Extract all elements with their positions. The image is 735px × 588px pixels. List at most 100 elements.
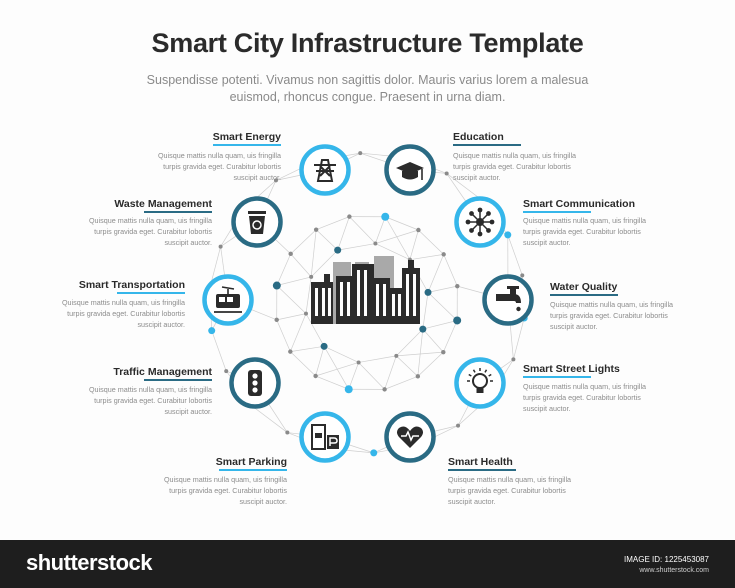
traffic-light-icon: [248, 370, 262, 396]
network-node: [394, 353, 399, 358]
network-node: [455, 283, 460, 289]
label-underline: [453, 144, 521, 146]
network-diagram: [202, 144, 534, 463]
network-line: [375, 229, 419, 244]
label-underline: [117, 292, 185, 294]
network-line: [305, 313, 325, 347]
network-line: [375, 243, 411, 260]
network-line: [315, 346, 325, 377]
recycle-bin-icon: [248, 211, 266, 234]
label-smart-transportation: Smart Transportation: [78, 279, 185, 291]
label-waste-management: Waste Management: [114, 198, 212, 210]
network-line: [443, 254, 458, 287]
desc-line: suscipit auctor.: [137, 320, 185, 329]
desc-smart-transportation: Quisque mattis nulla quam, uis fringilla…: [62, 297, 185, 330]
desc-line: turpis gravida eget. Curabitur lobortis: [453, 162, 571, 171]
label-smart-street-lights: Smart Street Lights: [523, 363, 620, 375]
network-hub-icon: [465, 207, 495, 237]
network-line: [417, 329, 424, 377]
network-line: [310, 249, 338, 278]
network-line: [427, 285, 458, 293]
network-line: [375, 216, 386, 244]
desc-line: suscipit auctor.: [523, 238, 571, 247]
network-line: [385, 216, 419, 231]
page-subtitle: Suspendisse potenti. Vivamus non sagitti…: [146, 73, 589, 104]
network-line: [290, 253, 312, 278]
network-node: [373, 241, 378, 246]
circle-smart-parking: [299, 411, 351, 463]
power-tower-icon: [314, 159, 336, 182]
label-underline: [144, 211, 212, 213]
desc-line: turpis gravida eget. Curabitur lobortis: [523, 227, 641, 236]
network-line: [276, 253, 292, 286]
network-line: [396, 328, 424, 357]
footer-bar: shutterstock IMAGE ID: 1225453087 www.sh…: [0, 540, 735, 588]
infographic: Smart City Infrastructure Template Suspe…: [61, 28, 674, 507]
desc-line: turpis gravida eget. Curabitur lobortis: [67, 309, 185, 318]
network-node: [344, 385, 353, 394]
network-line: [290, 351, 316, 377]
label-underline: [550, 294, 618, 296]
network-line: [422, 328, 444, 353]
network-line: [276, 276, 312, 286]
network-line: [513, 317, 525, 360]
tram-icon: [214, 286, 242, 313]
network-node: [224, 369, 229, 374]
network-node: [441, 252, 446, 257]
network-line: [337, 216, 350, 251]
circle-smart-communication: [454, 196, 506, 248]
network-line: [384, 355, 397, 390]
desc-smart-street-lights: Quisque mattis nulla quam, uis fringilla…: [523, 381, 646, 414]
desc-line: Quisque mattis nulla quam, uis fringilla: [61, 298, 185, 307]
network-node: [511, 357, 516, 362]
desc-line: turpis gravida eget. Curabitur lobortis: [550, 311, 668, 320]
network-node: [520, 273, 525, 278]
heart-pulse-icon: [397, 426, 423, 448]
network-line: [251, 405, 288, 433]
label-underline: [448, 469, 516, 471]
circle-education: [384, 144, 436, 196]
brand-logo: shutterstock: [26, 550, 153, 575]
label-education: Education: [453, 131, 504, 143]
desc-line: turpis gravida eget. Curabitur lobortis: [169, 486, 287, 495]
network-line: [507, 234, 523, 276]
network-line: [323, 346, 350, 390]
network-line: [276, 285, 307, 314]
desc-line: suscipit auctor.: [239, 497, 287, 506]
icon-ring: [454, 357, 506, 409]
desc-smart-communication: Quisque mattis nulla quam, uis fringilla…: [523, 215, 646, 248]
circle-smart-transportation: [202, 274, 254, 326]
desc-line: Quisque mattis nulla quam, uis fringilla: [163, 475, 287, 484]
parking-icon: [311, 424, 339, 450]
network-node: [382, 387, 387, 392]
network-line: [418, 229, 444, 255]
network-line: [396, 355, 419, 377]
network-node: [285, 430, 290, 435]
circle-waste-management: [231, 196, 283, 248]
desc-line: suscipit auctor.: [453, 173, 501, 182]
network-node: [272, 281, 281, 290]
circle-smart-health: [384, 411, 436, 463]
network-line: [358, 355, 397, 363]
desc-line: suscipit auctor.: [164, 407, 212, 416]
light-bulb-icon: [467, 368, 493, 393]
label-smart-parking: Smart Parking: [215, 456, 287, 468]
label-underline: [523, 376, 591, 378]
network-line: [276, 319, 291, 352]
label-underline: [523, 211, 591, 213]
desc-line: Quisque mattis nulla quam, uis fringilla: [88, 385, 212, 394]
label-underline: [219, 469, 287, 471]
desc-line: turpis gravida eget. Curabitur lobortis: [448, 486, 566, 495]
graduation-cap-icon: [396, 162, 424, 180]
network-line: [427, 254, 445, 293]
network-line: [315, 375, 349, 390]
label-water-quality: Water Quality: [550, 281, 618, 293]
network-node: [504, 231, 512, 239]
desc-line: Quisque mattis nulla quam, uis fringilla: [88, 216, 212, 225]
network-line: [290, 229, 317, 255]
label-underline: [213, 144, 281, 146]
network-line: [211, 330, 227, 372]
desc-smart-parking: Quisque mattis nulla quam, uis fringilla…: [164, 474, 287, 507]
network-node: [415, 374, 421, 379]
network-line: [384, 216, 411, 260]
